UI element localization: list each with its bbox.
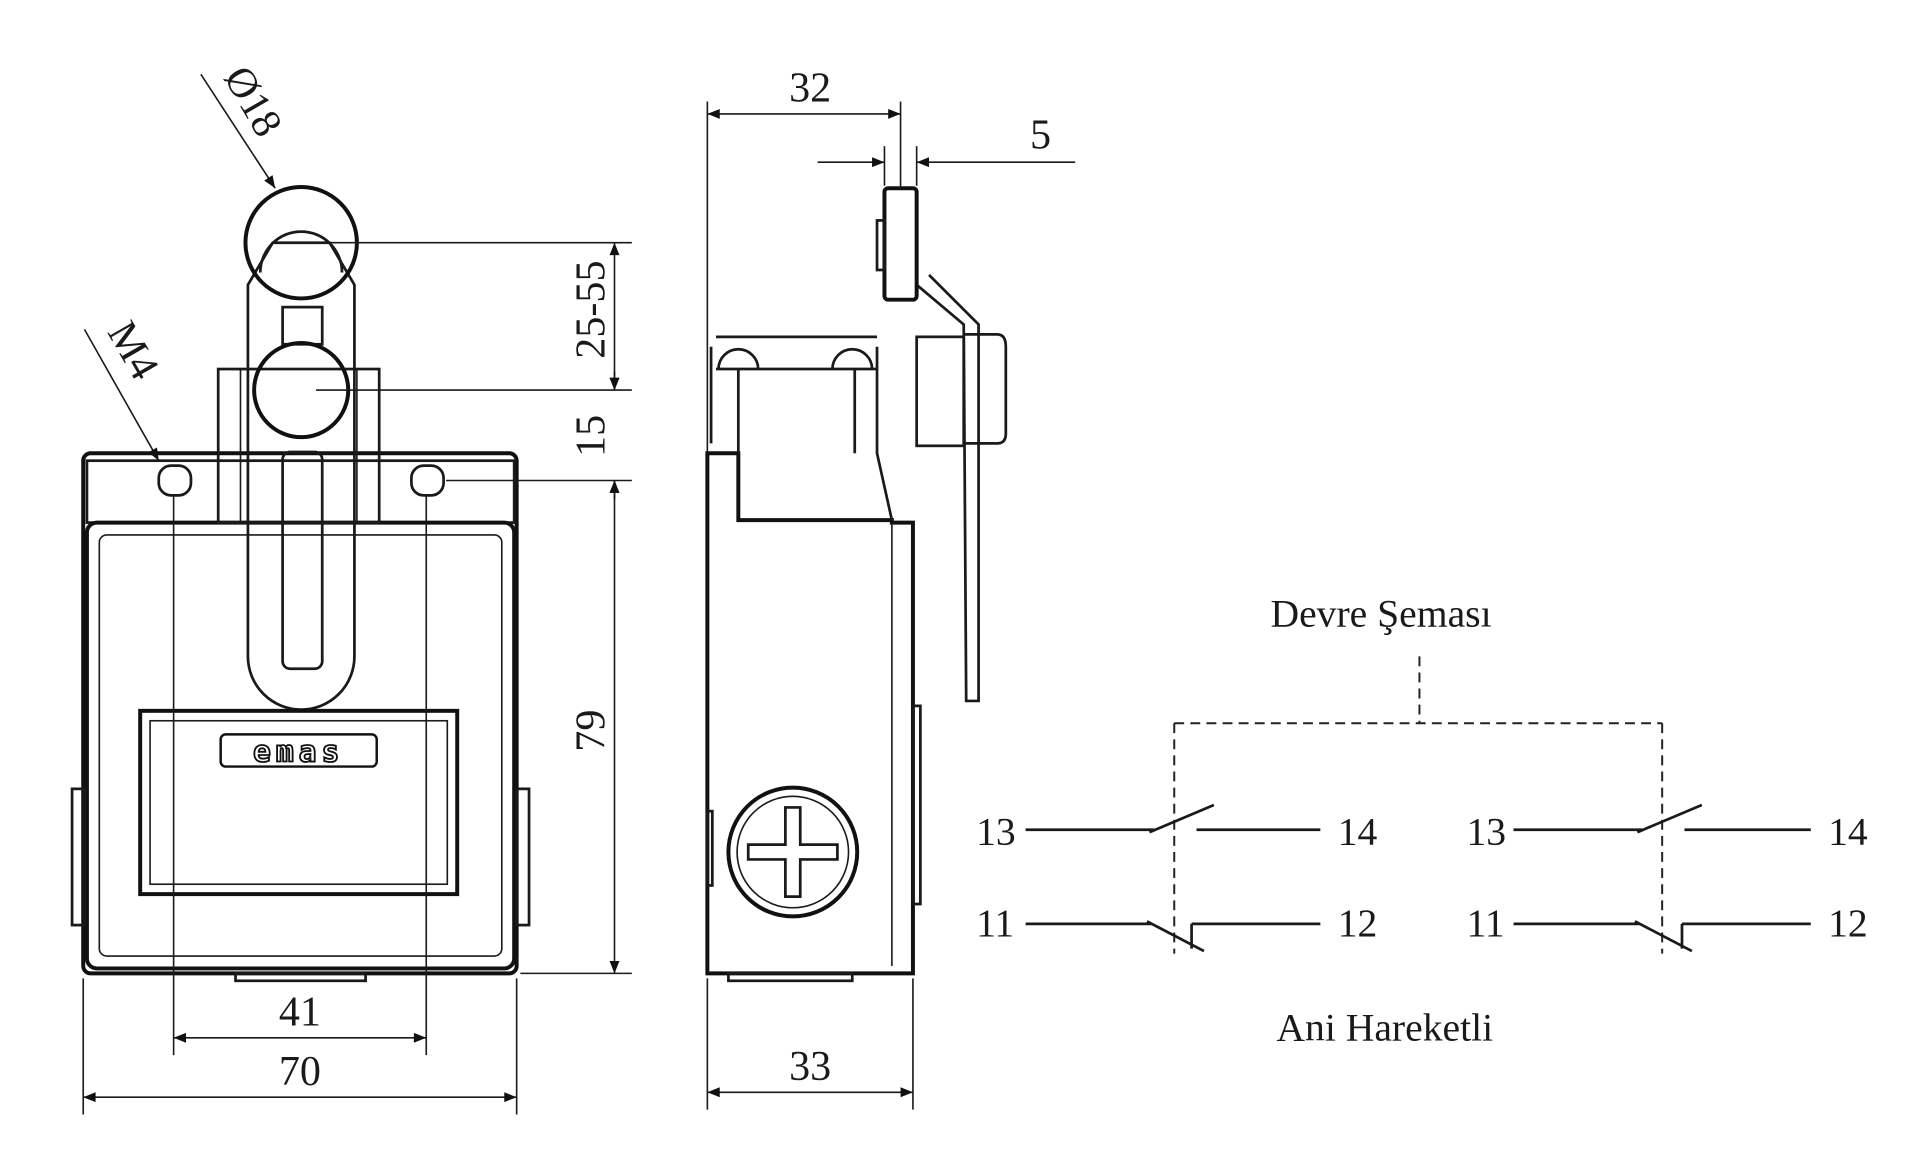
side-view: 32 5 33 — [705, 65, 1076, 1110]
side-body — [705, 451, 915, 976]
svg-text:11: 11 — [1467, 901, 1505, 945]
svg-text:14: 14 — [1828, 810, 1868, 854]
side-lever — [915, 273, 980, 703]
svg-text:13: 13 — [1467, 810, 1507, 854]
emas-logo: emas — [219, 733, 378, 771]
side-roller — [882, 186, 919, 302]
dim-mount-thread: M4 — [98, 313, 168, 387]
dim-body-width: 70 — [279, 1048, 321, 1095]
mount-hole-right — [410, 464, 445, 497]
front-top-flange — [85, 459, 516, 524]
svg-text:12: 12 — [1338, 901, 1378, 945]
svg-text:13: 13 — [976, 810, 1016, 854]
svg-text:14: 14 — [1338, 810, 1378, 854]
circuit-caption: Ani Hareketli — [1276, 1005, 1493, 1049]
circuit-title: Devre Şeması — [1271, 592, 1492, 636]
svg-text:emas: emas — [253, 735, 344, 770]
side-shaft — [915, 335, 966, 448]
dim-pivot-offset: 15 — [568, 415, 615, 457]
mount-hole-left — [157, 464, 193, 497]
dim-roller-width: 5 — [1030, 112, 1051, 159]
dim-roller-diameter: Ø18 — [214, 58, 291, 144]
roller-lever — [246, 241, 356, 711]
side-tab-left — [70, 787, 86, 927]
contact-set-right: 13 14 11 12 — [1467, 803, 1868, 953]
svg-text:12: 12 — [1828, 901, 1868, 945]
dim-hole-spacing: 41 — [279, 988, 321, 1035]
dim-body-depth: 33 — [789, 1043, 831, 1090]
front-view: emas 41 70 25-55 15 79 Ø18 M4 — [70, 58, 632, 1115]
dim-lever-offset: 32 — [789, 65, 831, 112]
circuit-diagram: Devre Şeması 13 14 11 12 13 14 11 — [976, 592, 1868, 1050]
contact-set-left: 13 14 11 12 — [976, 803, 1378, 953]
label-window — [138, 708, 460, 897]
adjust-screw — [726, 785, 860, 919]
dim-body-height: 79 — [568, 710, 615, 752]
svg-text:11: 11 — [976, 901, 1014, 945]
side-tab-right — [515, 787, 531, 927]
dim-lever-length: 25-55 — [568, 260, 615, 358]
